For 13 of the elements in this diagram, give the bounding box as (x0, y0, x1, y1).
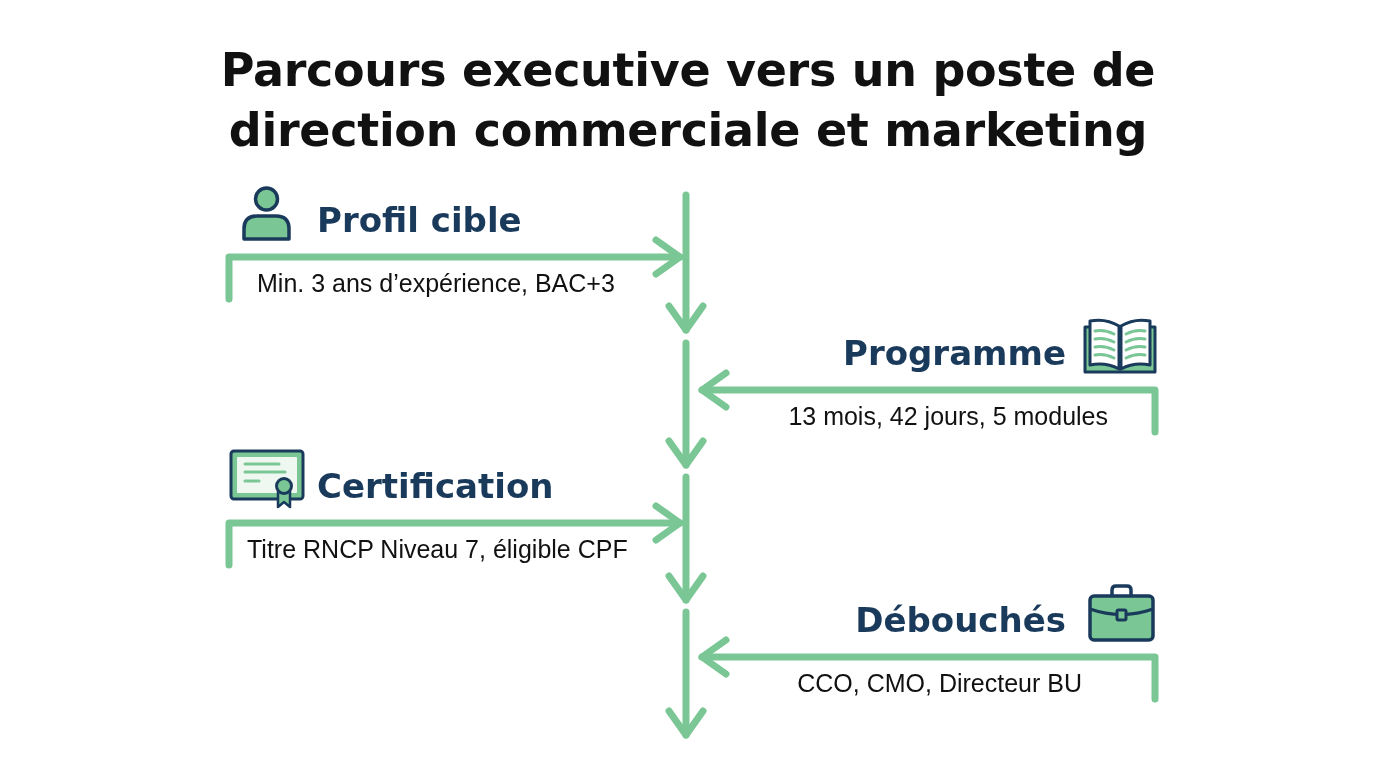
diagram-title: Parcours executive vers un poste de direction commerciale et marketing (219, 42, 1157, 159)
step-description: Min. 3 ans d’expérience, BAC+3 (257, 269, 615, 297)
elbow-arrow (225, 502, 684, 569)
step-description: Titre RNCP Niveau 7, éligible CPF (247, 535, 628, 563)
elbow-arrow (225, 236, 684, 303)
step-description: 13 mois, 42 jours, 5 modules (788, 402, 1108, 430)
step-description: CCO, CMO, Directeur BU (797, 669, 1082, 697)
step-heading: Programme (843, 333, 1066, 373)
elbow-arrow (698, 636, 1159, 703)
step-heading: Certification (317, 466, 554, 506)
step-heading: Profil cible (317, 200, 522, 240)
step-heading: Débouchés (855, 600, 1066, 640)
elbow-arrow (698, 369, 1159, 436)
